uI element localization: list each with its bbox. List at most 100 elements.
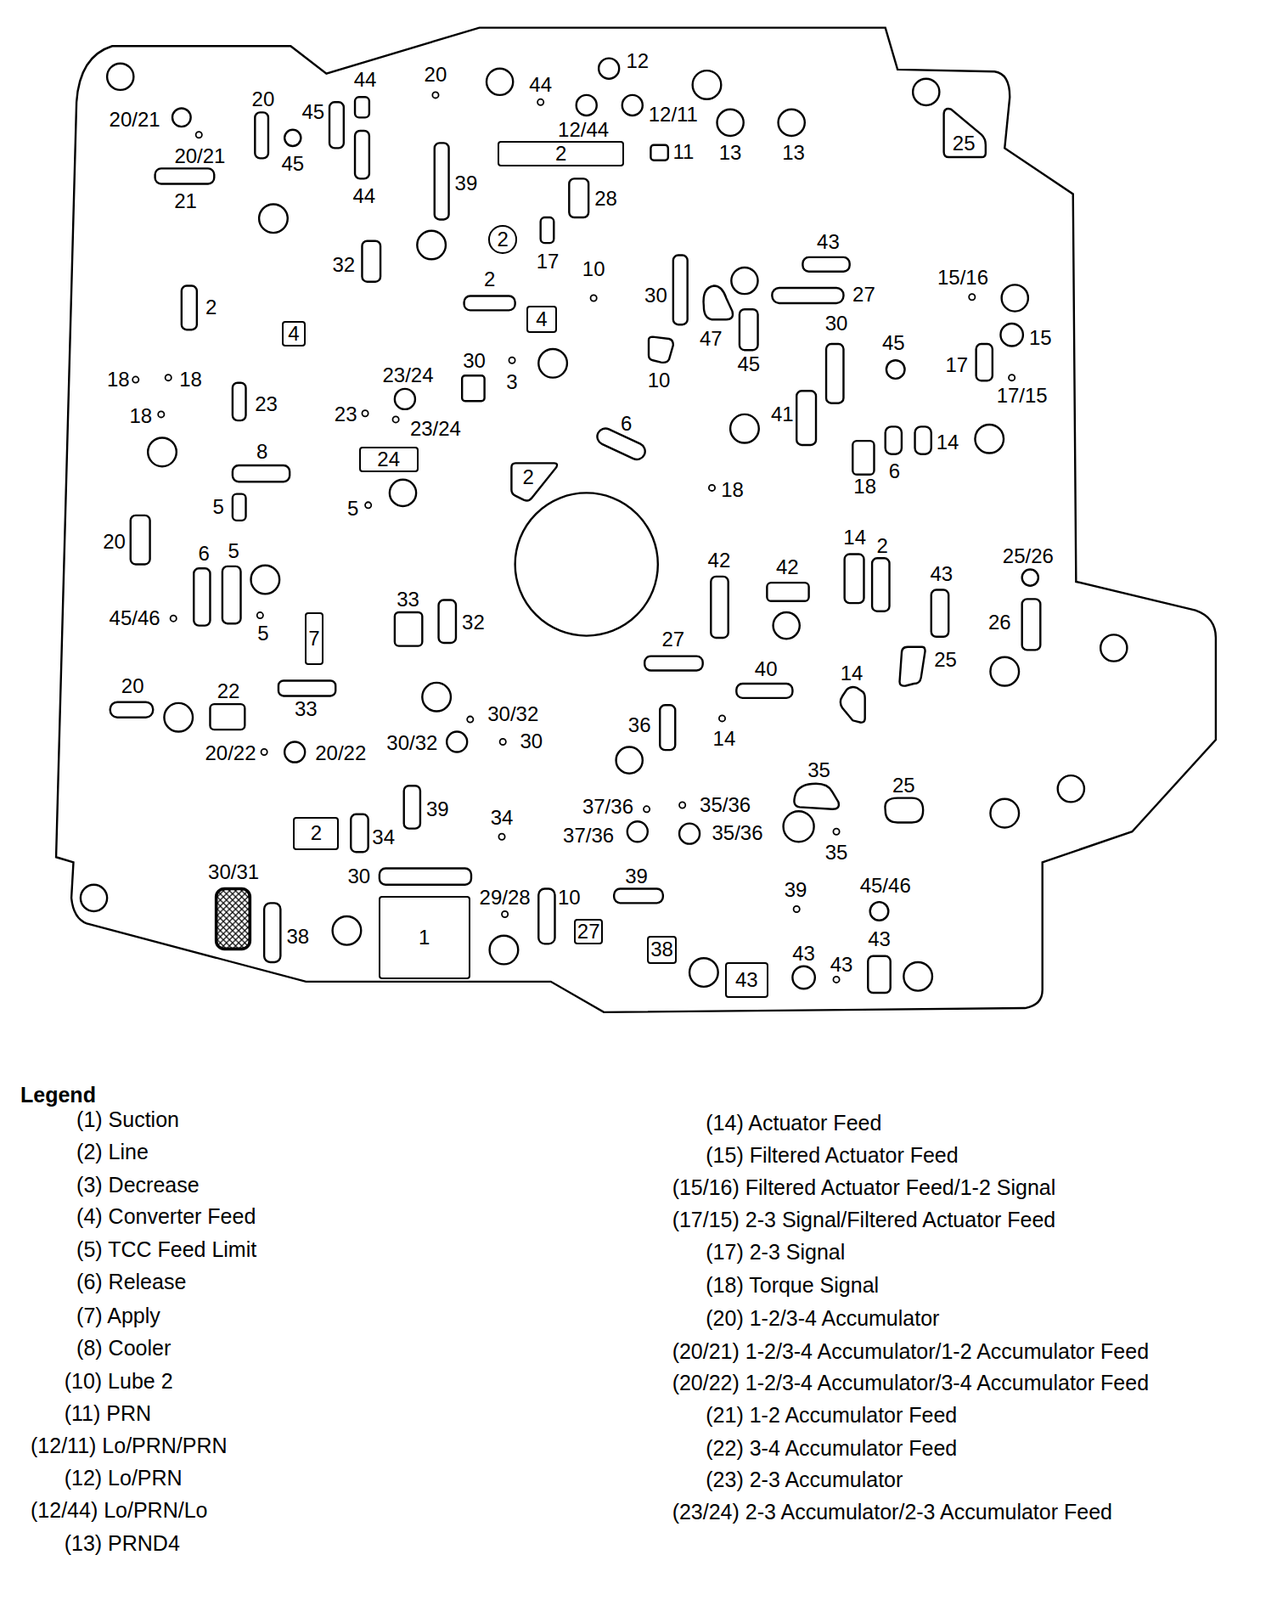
callout-number: 32 (461, 612, 485, 633)
slot-hole (464, 296, 516, 311)
callout-number: 37/36 (582, 796, 634, 817)
shaped-hole (900, 646, 926, 687)
callout-number: 45/46 (860, 875, 912, 896)
legend-entry: (12/11) Lo/PRN/PRN (30, 1434, 228, 1459)
dot-hole (708, 484, 715, 491)
callout-number: 30 (825, 313, 849, 334)
slot-hole (278, 680, 336, 696)
passage-box: 2 (509, 461, 560, 502)
callout-number: 2 (205, 297, 217, 318)
callout-number: 30/32 (386, 732, 438, 754)
hole (716, 109, 743, 136)
slot-hole (540, 217, 555, 243)
dot-hole (257, 612, 264, 619)
dot-hole (832, 828, 839, 835)
callout-number: 33 (294, 698, 318, 720)
slot-hole (354, 96, 370, 118)
callout-number: 6 (620, 413, 632, 434)
hatched-hole (216, 888, 251, 950)
legend-entry: (10) Lube 2 (64, 1369, 174, 1394)
shaped-hole (884, 798, 923, 823)
hole (284, 742, 305, 763)
passage-box: 2 (292, 816, 339, 851)
callout-number: 27 (661, 629, 685, 650)
shaped-outline (509, 461, 560, 502)
slot-hole (181, 286, 197, 331)
callout-number: 30/31 (208, 861, 259, 883)
callout-number: 14 (843, 527, 867, 548)
callout-number: 43 (830, 954, 854, 975)
legend-entry: (22) 3-4 Accumulator Feed (705, 1436, 957, 1461)
shaped-outline-path (943, 108, 985, 158)
hole (147, 438, 177, 467)
callout-number: 36 (628, 714, 652, 736)
callout-number: 15 (1029, 327, 1052, 349)
callout-number: 17 (536, 251, 560, 272)
hole (886, 360, 906, 379)
callout-number: 6 (198, 543, 210, 564)
slot-hole (130, 515, 151, 565)
bolt-hole (912, 78, 940, 106)
slot-hole (852, 440, 874, 475)
callout-number: 26 (988, 612, 1012, 633)
bolt-hole (106, 63, 134, 91)
slot-hole (329, 101, 344, 148)
hole (792, 966, 815, 989)
legend-entry: (7) Apply (76, 1304, 161, 1328)
callout-number: 8 (256, 441, 268, 462)
slot-hole (209, 703, 245, 730)
slot-hole (644, 656, 703, 671)
legend-entry: (2) Line (76, 1141, 149, 1165)
callout-number: 20/22 (204, 742, 256, 764)
hole (416, 230, 446, 260)
callout-number: 28 (594, 188, 618, 209)
callout-number: 39 (784, 879, 808, 901)
callout-number: 45 (736, 354, 760, 375)
passage-number: 38 (650, 939, 674, 960)
slot-hole (931, 590, 949, 637)
dot-hole (719, 714, 726, 721)
callout-number: 41 (770, 404, 794, 425)
callout-number: 38 (286, 926, 310, 947)
callout-number: 17 (945, 354, 968, 376)
hole (616, 747, 643, 774)
dot-hole (157, 410, 164, 417)
slot-hole (710, 576, 728, 638)
slot-hole (434, 142, 450, 220)
hole (163, 703, 193, 732)
callout-number: 5 (347, 498, 359, 519)
hole (538, 348, 568, 378)
legend-heading: Legend (20, 1083, 96, 1105)
callout-number: 18 (179, 369, 203, 390)
legend-entry: (13) PRND4 (64, 1531, 181, 1556)
slot-hole (232, 494, 247, 521)
bolt-hole (1100, 634, 1127, 661)
callout-number: 20 (424, 64, 448, 85)
slot-hole (673, 255, 688, 326)
callout-number: 35/36 (711, 822, 763, 844)
callout-number: 39 (624, 866, 648, 887)
callout-number: 14 (713, 728, 737, 749)
legend-entry: (20) 1-2/3-4 Accumulator (705, 1307, 940, 1332)
slot-hole (915, 426, 932, 454)
slot-hole (802, 257, 850, 272)
dot-hole (1008, 374, 1015, 381)
slot-hole (736, 683, 793, 698)
legend-entry: (18) Torque Signal (705, 1273, 879, 1298)
passage-box: 2 (488, 225, 518, 254)
slot-hole (1022, 598, 1041, 650)
dot-hole (793, 905, 800, 912)
slot-hole (222, 566, 242, 624)
hole (990, 798, 1019, 828)
passage-box: 4 (281, 320, 307, 347)
legend-entry: (20/22) 1-2/3-4 Accumulator/3-4 Accumula… (672, 1371, 1149, 1396)
callout-number: 45 (281, 153, 304, 175)
passage-number: 4 (535, 309, 547, 330)
hole (730, 414, 760, 444)
dot-hole (679, 801, 686, 808)
legend-entry: (8) Cooler (76, 1336, 171, 1361)
hole (627, 821, 648, 842)
dot-hole (500, 738, 507, 745)
slot-hole (461, 375, 484, 401)
callout-number: 30 (520, 731, 544, 752)
